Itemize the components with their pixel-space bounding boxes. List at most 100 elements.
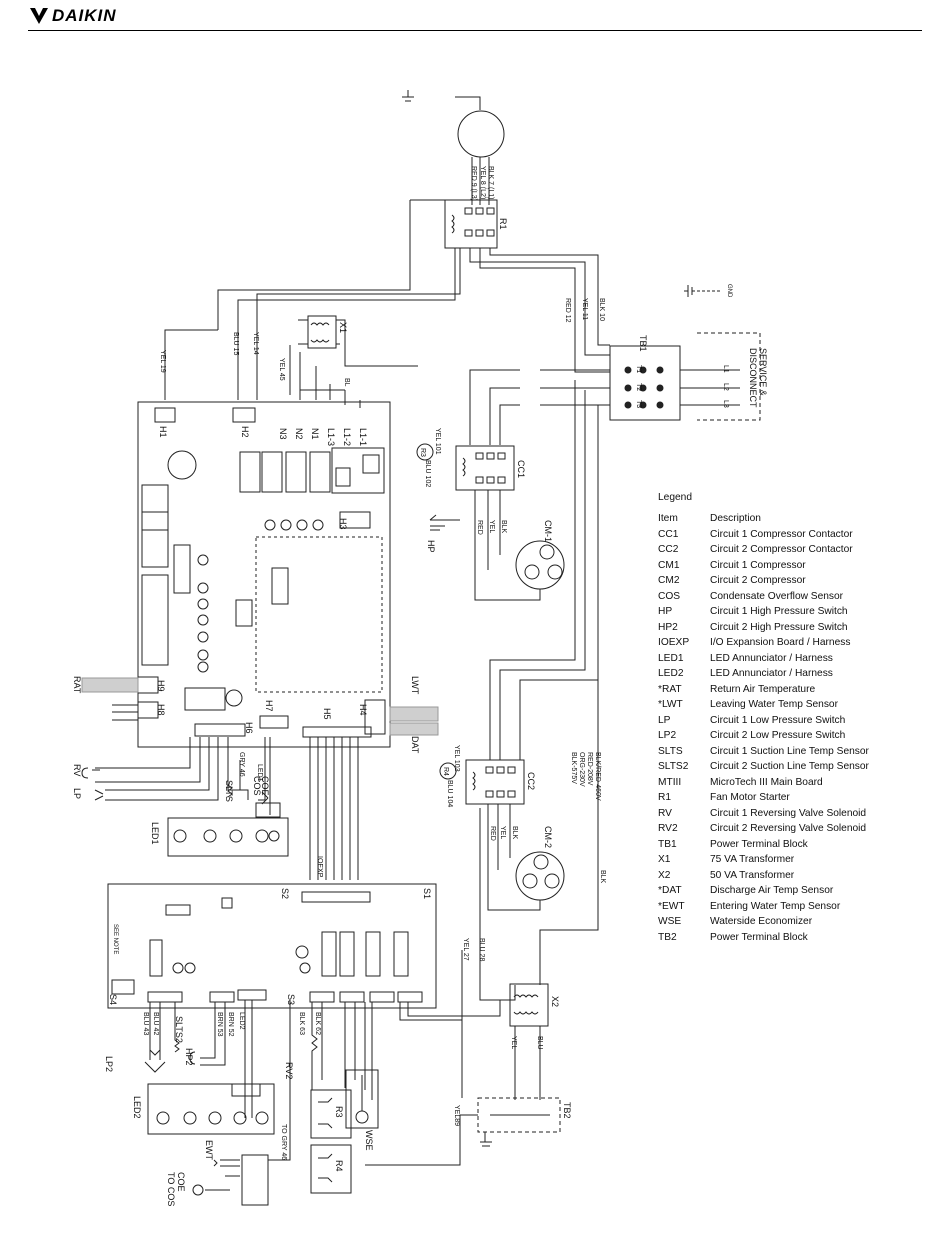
wire-blu43: BLU 43: [142, 1012, 149, 1035]
legend-item-code: COS: [658, 590, 681, 602]
wire-blk10: BLK 10: [598, 298, 605, 321]
wire-yel14: YEL 14: [252, 332, 259, 355]
legend-item-code: *EWT: [658, 900, 685, 912]
label-wse: WSE: [364, 1130, 374, 1151]
daikin-logo-icon: [30, 8, 48, 24]
label-dat: DAT: [410, 736, 420, 754]
label-h7: H7: [264, 700, 274, 712]
led2-board: [147, 1083, 275, 1135]
label-s2: S2: [280, 888, 290, 899]
label-n1: N1: [310, 428, 320, 440]
page-header: DAIKIN: [0, 0, 950, 32]
legend-item-code: LP2: [658, 730, 677, 742]
label-led2-harness: LED2: [238, 1012, 245, 1030]
wire-yel45: YEL 45: [278, 358, 285, 381]
legend-item-code: WSE: [658, 916, 682, 928]
label-r3-relay: R3: [334, 1106, 344, 1118]
legend-item-description: I/O Expansion Board / Harness: [710, 637, 851, 649]
legend-row: LED2 LED Annunciator / Harness: [658, 666, 908, 682]
fan-motor: [457, 110, 505, 158]
label-service: SERVICE &: [758, 348, 768, 396]
legend-item-description: 50 VA Transformer: [710, 869, 795, 881]
label-disconnect: DISCONNECT: [748, 348, 758, 408]
wire-yel89: YEL89: [453, 1105, 460, 1126]
label-slts2: SLTS2: [174, 1016, 184, 1043]
legend-item-description: Fan Motor Starter: [710, 792, 790, 804]
legend-item-code: IOEXP: [658, 637, 690, 649]
label-to-cos: TO COS: [166, 1172, 176, 1206]
label-h9: H9: [156, 680, 166, 692]
wire-yel103: YEL 103: [453, 745, 460, 772]
legend-item-description: Circuit 2 Reversing Valve Solenoid: [710, 823, 867, 835]
cc1-contactor: [455, 445, 515, 491]
legend-item-code: HP2: [658, 621, 678, 633]
wire-yel8: YEL 8 (L2): [479, 166, 486, 199]
legend-item-code: CC2: [658, 544, 679, 556]
wire-volt460: BLK/RED-460V: [594, 752, 601, 801]
legend-item-description: 75 VA Transformer: [710, 854, 795, 866]
label-h8: H8: [156, 704, 166, 716]
wire-volt575: BLK-575V: [570, 752, 577, 784]
wire-yel19: YEL 19: [159, 350, 166, 373]
legend-item-code: LED2: [658, 668, 684, 680]
legend-row: IOEXP I/O Expansion Board / Harness: [658, 635, 908, 651]
label-cos: COS: [252, 776, 262, 796]
r3-coil: [416, 443, 434, 461]
label-cc2: CC2: [526, 772, 536, 790]
label-t3: T3: [635, 400, 642, 408]
legend-row: *EWT Entering Water Temp Sensor: [658, 899, 908, 915]
label-h5: H5: [322, 708, 332, 720]
label-to-gry: TO GRY 46: [280, 1124, 287, 1160]
mtiii-main-board: [137, 401, 391, 748]
label-see-note: SEE NOTE: [112, 924, 118, 954]
legend-item-code: LED1: [658, 652, 684, 664]
label-h1: H1: [158, 426, 168, 438]
legend-item-description: Circuit 2 High Pressure Switch: [710, 621, 848, 633]
label-lp: LP: [72, 788, 82, 799]
label-r1: R1: [498, 218, 508, 230]
wire-blu28: BLU 28: [478, 938, 485, 961]
legend-item-description: Circuit 1 Compressor: [710, 559, 806, 571]
legend-item-description: Return Air Temperature: [710, 683, 816, 695]
label-coe-bottom: COE: [176, 1172, 186, 1192]
legend-item-description: LED Annunciator / Harness: [710, 668, 833, 680]
legend-item-description: Entering Water Temp Sensor: [710, 900, 841, 912]
gnd-symbol: [684, 285, 720, 297]
legend-item-code: CC1: [658, 528, 679, 540]
wire-blk62: BLK 62: [314, 1012, 321, 1035]
wire-yel11: YEL 11: [581, 298, 588, 320]
legend-item-description: Leaving Water Temp Sensor: [710, 699, 838, 711]
legend-col-item: Item: [658, 513, 678, 525]
legend-item-code: *LWT: [658, 699, 683, 711]
label-t2: T2: [635, 383, 642, 391]
legend-header: Item Description: [658, 511, 908, 527]
legend-title: Legend: [658, 492, 692, 503]
legend-item-code: SLTS: [658, 745, 683, 757]
label-tb1: TB1: [638, 335, 648, 352]
legend-row: HP2 Circuit 2 High Pressure Switch: [658, 620, 908, 636]
label-lp2: LP2: [104, 1056, 114, 1072]
label-x2: X2: [550, 996, 560, 1007]
label-led2: LED2: [132, 1096, 142, 1119]
label-h3: H3: [338, 518, 348, 530]
legend-row: CC1 Circuit 1 Compressor Contactor: [658, 527, 908, 543]
label-l1: L1: [722, 365, 729, 373]
label-led1: LED1: [150, 822, 160, 845]
label-n2: N2: [294, 428, 304, 440]
header-rule: [28, 30, 922, 31]
label-s1: S1: [422, 888, 432, 899]
wire-blu42: BLU 42: [152, 1012, 159, 1035]
legend-item-description: Circuit 2 Compressor Contactor: [710, 544, 853, 556]
wire-blk-cc2: BLK: [511, 826, 518, 840]
legend-item-description: Circuit 1 Compressor Contactor: [710, 528, 853, 540]
wire-bl: BL: [343, 378, 350, 387]
